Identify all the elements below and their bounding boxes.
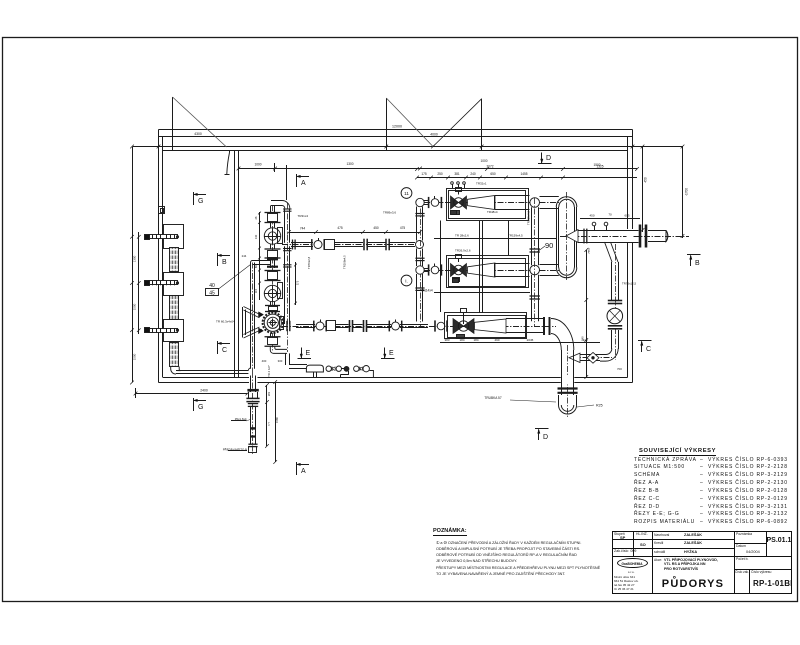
svg-text:2045: 2045 [527, 338, 534, 342]
svg-text:475: 475 [400, 226, 406, 230]
svg-text:G: G [198, 198, 203, 205]
svg-text:TR32x1: TR32x1 [476, 181, 487, 185]
svg-text:TR 2 1/2": TR 2 1/2" [267, 365, 271, 377]
svg-text:B: B [695, 260, 700, 267]
svg-text:2400: 2400 [200, 389, 208, 393]
svg-text:450: 450 [589, 214, 594, 218]
svg-text:G: G [198, 404, 203, 411]
svg-text:B: B [222, 259, 227, 266]
svg-text:605: 605 [624, 214, 629, 218]
svg-text:E: E [389, 350, 394, 357]
svg-text:250: 250 [437, 172, 443, 176]
svg-text:TR70x2,8: TR70x2,8 [307, 256, 311, 269]
svg-text:175: 175 [421, 172, 427, 176]
svg-text:TR31x4: TR31x4 [298, 214, 309, 218]
svg-text:11: 11 [404, 191, 409, 196]
svg-text:A: A [301, 180, 306, 187]
svg-text:TRUBKA 57: TRUBKA 57 [484, 396, 501, 400]
svg-text:26: 26 [254, 216, 258, 219]
svg-text:1500: 1500 [593, 163, 600, 167]
svg-text:TR108x4,5: TR108x4,5 [343, 255, 347, 269]
svg-text:1000: 1000 [254, 163, 261, 167]
svg-text:184: 184 [459, 338, 464, 342]
svg-text:450: 450 [373, 226, 379, 230]
svg-text:1500: 1500 [132, 353, 136, 360]
svg-text:1000: 1000 [480, 159, 487, 163]
svg-text:D: D [543, 434, 548, 441]
svg-text:-1700: -1700 [685, 188, 689, 196]
svg-text:744: 744 [300, 227, 306, 231]
svg-text:381: 381 [454, 172, 460, 176]
svg-text:1455: 1455 [520, 172, 527, 176]
svg-text:A: A [301, 468, 306, 475]
svg-text:TR219x6,3: TR219x6,3 [527, 210, 531, 225]
svg-text:650: 650 [490, 172, 496, 176]
svg-text:1500: 1500 [132, 303, 136, 310]
svg-text:TR114x4: TR114x4 [420, 289, 433, 293]
svg-text:I.: I. [405, 279, 408, 284]
svg-text:R25: R25 [596, 404, 603, 408]
svg-text:281: 281 [267, 391, 271, 396]
svg-text:490: 490 [494, 338, 499, 342]
svg-text:C: C [222, 347, 227, 354]
svg-text:240: 240 [470, 172, 476, 176]
svg-text:4000: 4000 [430, 133, 438, 137]
svg-text:3072: 3072 [486, 164, 493, 168]
svg-text:E: E [306, 350, 311, 357]
svg-text:12000: 12000 [392, 125, 402, 129]
svg-text:1300: 1300 [132, 255, 136, 262]
svg-text:4300: 4300 [194, 132, 202, 136]
svg-text:TR89x3,6: TR89x3,6 [383, 211, 396, 215]
svg-text:C: C [646, 346, 651, 353]
svg-text:1580: 1580 [275, 417, 279, 423]
svg-text:300: 300 [278, 359, 283, 363]
svg-text:777: 777 [267, 421, 271, 426]
svg-text:383: 383 [444, 338, 449, 342]
svg-text:1300: 1300 [346, 162, 353, 166]
svg-text:TR48x4: TR48x4 [487, 210, 498, 214]
svg-text:450: 450 [644, 177, 648, 183]
svg-text:184: 184 [473, 338, 478, 342]
svg-text:45: 45 [209, 291, 215, 297]
svg-text:240: 240 [581, 336, 585, 341]
svg-text:244: 244 [242, 254, 247, 258]
svg-text:40: 40 [209, 283, 215, 289]
svg-text:400: 400 [262, 359, 267, 363]
svg-text:TR 60,3x4x04: TR 60,3x4x04 [216, 320, 235, 324]
svg-text:140: 140 [254, 234, 258, 239]
svg-text:70: 70 [608, 213, 612, 217]
svg-text:475: 475 [337, 226, 343, 230]
svg-text:PŘEDÁV.MÍSTO B: PŘEDÁV.MÍSTO B [223, 446, 247, 451]
svg-text:240: 240 [582, 338, 587, 342]
svg-text:D: D [546, 155, 551, 162]
svg-text:35x1,6x4: 35x1,6x4 [235, 417, 247, 421]
svg-text:600: 600 [254, 263, 258, 268]
svg-text:TR26,9x2,6: TR26,9x2,6 [455, 249, 471, 253]
svg-text:375: 375 [296, 280, 300, 285]
svg-text:TR 28x2,6: TR 28x2,6 [455, 234, 469, 238]
svg-text:TR159x4,5: TR159x4,5 [508, 234, 523, 238]
svg-text:7557: 7557 [587, 247, 591, 254]
svg-text:TR76x12,5: TR76x12,5 [622, 282, 637, 286]
svg-text:90: 90 [545, 241, 553, 250]
svg-text:115: 115 [254, 288, 258, 293]
svg-text:700: 700 [617, 367, 622, 371]
svg-text:1325: 1325 [596, 164, 603, 168]
